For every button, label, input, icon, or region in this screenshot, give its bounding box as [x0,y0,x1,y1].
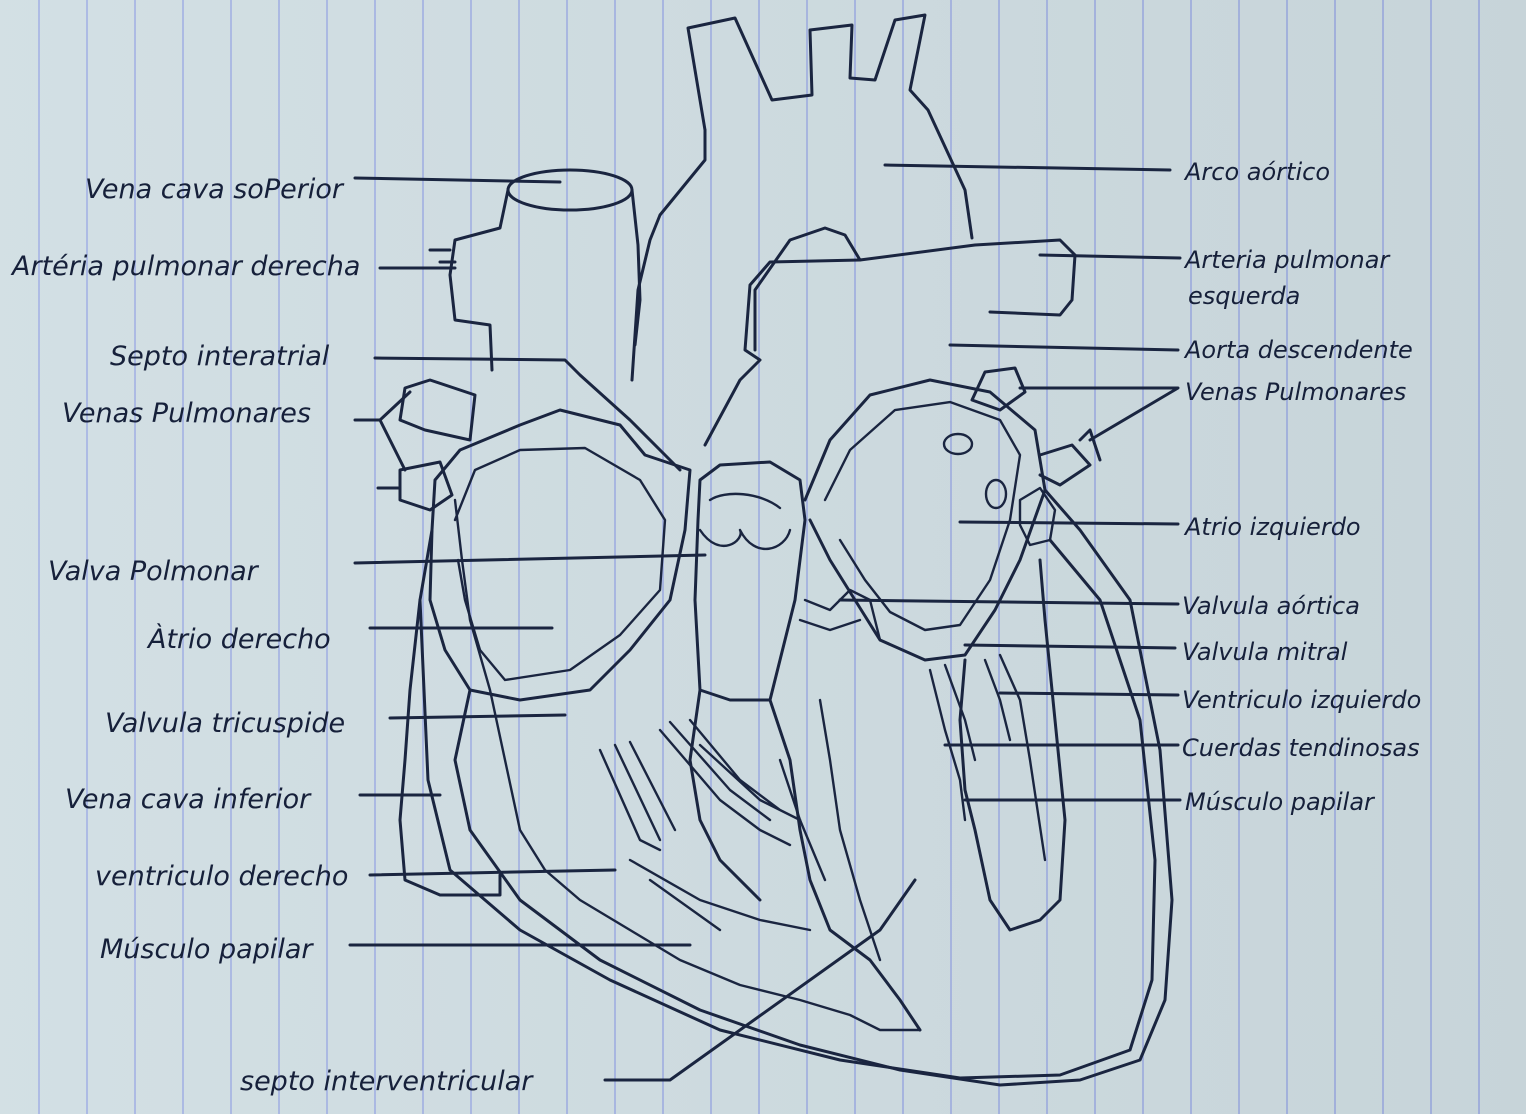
right-papillary-muscles [600,720,810,930]
aortic-valve-cusps [700,494,790,549]
label-arco-aortico: Arco aórtico [1183,158,1330,186]
pulmonary-vein-opening [944,434,972,454]
label-valvula-aortica: Valvula aórtica [1182,592,1360,620]
label-venas-pulmonares-left: Venas Pulmonares [62,398,311,429]
label-arteria-pulmonar-derecha: Artéria pulmonar derecha [10,251,360,282]
label-arteria-pulmonar-izquierda-1: Arteria pulmonar [1183,246,1391,274]
label-cuerdas-tendinosas: Cuerdas tendinosas [1182,734,1420,762]
label-atrio-izquierdo: Atrio izquierdo [1183,513,1361,541]
pulmonary-trunk-inner [705,260,860,445]
left-atrium-inner [825,402,1020,630]
label-vena-cava-inferior: Vena cava inferior [65,784,312,815]
label-venas-pulmonares-right: Venas Pulmonares [1185,378,1406,406]
leader-lines [350,165,1180,1080]
label-ventriculo-izquierdo: Ventriculo izquierdo [1182,686,1421,714]
label-atrio-derecho: Àtrio derecho [146,623,331,655]
pulmonary-vein-opening [986,480,1006,508]
label-septo-interventricular: septo interventricular [240,1066,534,1097]
label-valva-pulmonar: Valva Polmonar [48,556,260,587]
label-musculo-papilar-right: Músculo papilar [1185,788,1376,816]
aortic-arch-branches [688,15,972,238]
left-chordae [930,655,1045,860]
pulmonary-trunk [755,228,1075,350]
label-septo-interatrial: Septo interatrial [110,341,330,372]
aortic-valve-region [800,590,880,640]
label-valvula-mitral: Valvula mitral [1182,638,1348,666]
aortic-arch-inner [632,130,705,380]
label-arteria-pulmonar-izquierda-2: esquerda [1188,282,1300,310]
heart-drawing [378,15,1172,1085]
labels-right: Arco aórtico Arteria pulmonar esquerda A… [1182,158,1421,816]
label-musculo-papilar-left: Músculo papilar [100,934,314,965]
ventricle-lower-lines [780,700,880,960]
label-vena-cava-superior: Vena cava soPerior [85,174,345,205]
label-valvula-tricuspide: Valvula tricuspide [105,708,345,739]
label-ventriculo-derecho: ventriculo derecho [95,861,348,892]
left-pulmonary-veins [972,368,1100,485]
superior-vena-cava [450,170,640,370]
label-aorta-descendente: Aorta descendente [1183,336,1413,364]
